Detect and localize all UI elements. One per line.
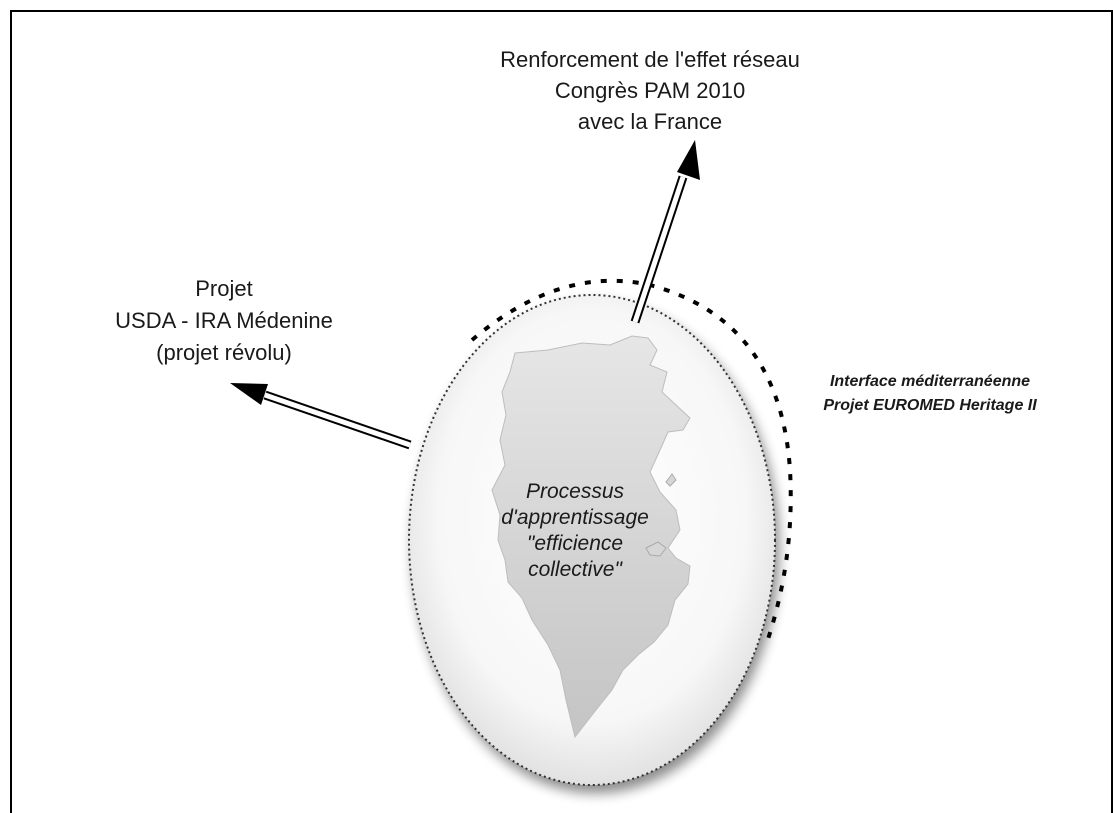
network-effect-line-2: Congrès PAM 2010 <box>554 78 746 103</box>
mediterranean-interface-line-1: Interface méditerranéenne <box>829 373 1031 390</box>
interface-dashed-arc <box>470 278 793 646</box>
usda-project-line-2: USDA - IRA Médenine <box>115 308 333 333</box>
network-effect-label: Renforcement de l'effet réseau Congrès P… <box>440 44 860 137</box>
network-effect-line-1: Renforcement de l'effet réseau <box>500 47 800 72</box>
network-effect-line-3: avec la France <box>577 109 723 134</box>
arrow-up-right <box>630 140 700 324</box>
mediterranean-interface-line-2: Projet EUROMED Heritage II <box>823 397 1037 414</box>
learning-process-line-1: Processus <box>525 480 625 503</box>
island-djerba-shape <box>645 541 667 557</box>
diagram-frame <box>10 10 1113 813</box>
arrow-left <box>230 383 412 450</box>
learning-process-label: Processus d'apprentissage "efficience co… <box>480 479 670 583</box>
usda-project-label: Projet USDA - IRA Médenine (projet révol… <box>104 273 344 369</box>
learning-process-line-2: d'apprentissage <box>501 506 649 529</box>
learning-process-line-4: collective" <box>528 558 622 581</box>
tunisia-map-shape <box>491 335 691 739</box>
mediterranean-interface-label: Interface méditerranéenne Projet EUROMED… <box>770 370 1090 418</box>
learning-process-line-3: "efficience <box>526 532 624 555</box>
usda-project-line-1: Projet <box>195 276 253 301</box>
usda-project-line-3: (projet révolu) <box>156 340 292 365</box>
island-kerkennah-shape <box>665 473 677 487</box>
